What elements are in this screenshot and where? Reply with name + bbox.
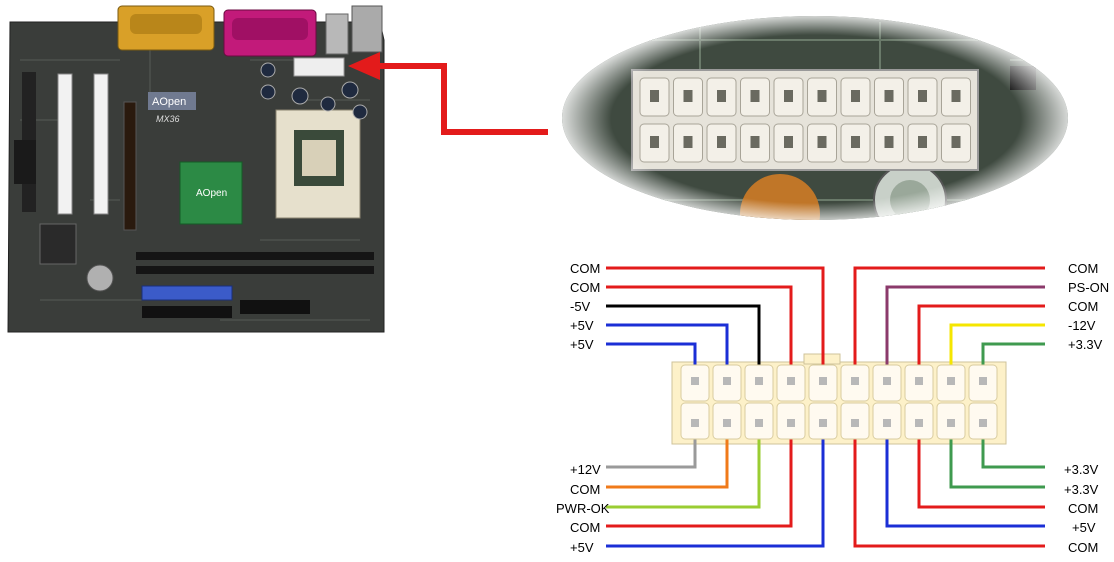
chipset-label: AOpen bbox=[196, 188, 227, 199]
pin-contact bbox=[819, 377, 827, 385]
pin-label-top-left: +5V bbox=[570, 337, 594, 352]
pin-contact bbox=[723, 377, 731, 385]
ide-connector-black bbox=[142, 306, 232, 318]
pin-label-top-left: -5V bbox=[570, 299, 591, 314]
wire-top-right bbox=[885, 285, 1045, 375]
pin-contact bbox=[947, 377, 955, 385]
pin-label-bottom-left: PWR-OK bbox=[556, 501, 610, 516]
bios-chip bbox=[14, 140, 36, 184]
pin-contact bbox=[979, 377, 987, 385]
pin-contact bbox=[787, 419, 795, 427]
brand-label: AOpen bbox=[152, 96, 186, 108]
agp-slot bbox=[123, 101, 137, 231]
pin-label-bottom-right: +3.3V bbox=[1064, 482, 1099, 497]
pin-label-top-left: COM bbox=[570, 280, 600, 295]
pin-label-top-right: +3.3V bbox=[1068, 337, 1103, 352]
pin-contact bbox=[691, 377, 699, 385]
cpu-socket bbox=[275, 109, 361, 219]
pin-contact bbox=[819, 419, 827, 427]
pin-label-bottom-left: COM bbox=[570, 482, 600, 497]
pin-contact bbox=[915, 419, 923, 427]
wire-top-right bbox=[853, 266, 1045, 375]
pin-label-bottom-right: COM bbox=[1068, 540, 1098, 555]
pin-label-top-right: -12V bbox=[1068, 318, 1096, 333]
pin-label-top-right: PS-ON bbox=[1068, 280, 1109, 295]
capacitors bbox=[260, 62, 368, 120]
pin-label-bottom-left: +5V bbox=[570, 540, 594, 555]
brand-plate bbox=[148, 92, 196, 110]
pin-label-bottom-right: +5V bbox=[1072, 520, 1096, 535]
pointer-arrow-line bbox=[378, 63, 548, 135]
pci-slot-2 bbox=[93, 73, 109, 215]
wire-bottom-left bbox=[606, 431, 729, 489]
wire-top-right bbox=[917, 304, 1045, 375]
dimm-slot-2 bbox=[136, 266, 374, 274]
wire-bottom-right bbox=[853, 431, 1045, 548]
wire-bottom-left bbox=[606, 431, 825, 548]
pin-wires bbox=[606, 266, 1045, 548]
cmos-battery bbox=[86, 264, 114, 292]
wire-bottom-left bbox=[606, 431, 761, 509]
pin-label-bottom-right: COM bbox=[1068, 501, 1098, 516]
board-atx-connector bbox=[293, 57, 345, 77]
pin-label-bottom-right: +3.3V bbox=[1064, 462, 1099, 477]
pointer-arrow-head bbox=[348, 52, 380, 80]
floppy-connector bbox=[240, 300, 310, 314]
pin-label-top-right: COM bbox=[1068, 299, 1098, 314]
pin-contact bbox=[979, 419, 987, 427]
pin-cells bbox=[680, 364, 998, 440]
wire-bottom-right bbox=[917, 431, 1045, 509]
pin-label-top-right: COM bbox=[1068, 261, 1098, 276]
pin-contact bbox=[883, 377, 891, 385]
ps2-ports bbox=[351, 5, 383, 53]
pin-label-bottom-left: +12V bbox=[570, 462, 601, 477]
pin-contact bbox=[851, 419, 859, 427]
wire-bottom-left bbox=[606, 431, 697, 469]
pin-contact bbox=[883, 419, 891, 427]
pin-contact bbox=[915, 377, 923, 385]
wire-bottom-right bbox=[981, 431, 1045, 469]
pin-contact bbox=[787, 377, 795, 385]
pin-contact bbox=[691, 419, 699, 427]
wire-bottom-right bbox=[885, 431, 1045, 528]
pin-label-top-left: COM bbox=[570, 261, 600, 276]
pcb-texture bbox=[20, 40, 370, 321]
wire-bottom-left bbox=[606, 431, 793, 528]
wire-bottom-right bbox=[949, 431, 1045, 489]
wire-top-left bbox=[606, 285, 793, 375]
dimm-slot-1 bbox=[136, 252, 374, 260]
audio-chip bbox=[39, 223, 77, 265]
wire-top-left bbox=[606, 266, 825, 375]
pin-contact bbox=[755, 377, 763, 385]
pin-contact bbox=[723, 419, 731, 427]
pin-label-top-left: +5V bbox=[570, 318, 594, 333]
wire-top-right bbox=[949, 323, 1045, 375]
pin-contact bbox=[755, 419, 763, 427]
pci-slot-1 bbox=[57, 73, 73, 215]
wire-top-left bbox=[606, 304, 761, 375]
northbridge-heatsink bbox=[179, 161, 243, 225]
model-label: MX36 bbox=[156, 114, 180, 124]
pin-contact bbox=[851, 377, 859, 385]
pin-contact bbox=[947, 419, 955, 427]
wire-top-left bbox=[606, 323, 729, 375]
usb-ports bbox=[325, 13, 349, 55]
photo-vignette bbox=[562, 16, 1068, 220]
ide-connector-blue bbox=[141, 285, 233, 301]
pin-label-bottom-left: COM bbox=[570, 520, 600, 535]
